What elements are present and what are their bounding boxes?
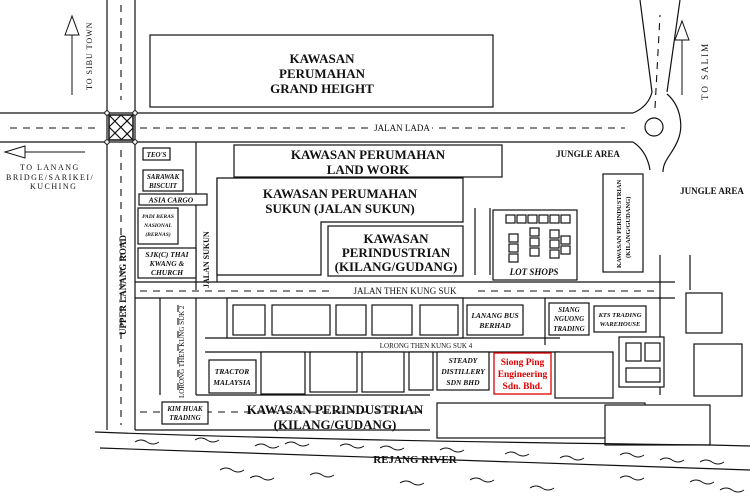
area-jungle-1: JUNGLE AREA (556, 149, 620, 159)
svg-text:LANANG BUS: LANANG BUS (470, 311, 518, 320)
svg-text:KAWASAN: KAWASAN (289, 51, 355, 66)
building-kts-trading: KTS TRADING WAREHOUSE (593, 305, 647, 333)
area-grand-height: KAWASAN PERUMAHAN GRAND HEIGHT (149, 34, 494, 108)
arrow-west-lanang-icon (3, 145, 85, 159)
svg-text:KAWASAN PERUMAHAN: KAWASAN PERUMAHAN (291, 147, 446, 162)
river-label: REJANG RIVER (373, 454, 457, 466)
area-sukun: KAWASAN PERUMAHAN SUKUN (JALAN SUKUN) (216, 177, 464, 276)
building-asia-cargo: ASIA CARGO (138, 193, 208, 206)
svg-text:WAREHOUSE: WAREHOUSE (600, 321, 641, 328)
svg-text:Sdn. Bhd.: Sdn. Bhd. (503, 382, 543, 392)
building-kim-huak: KIM HUAK TRADING (161, 401, 209, 425)
area-perindustrian-upper: KAWASAN PERINDUSTRIAN (KILANG/GUDANG) (327, 225, 464, 277)
svg-text:(KILANG/GUDANG): (KILANG/GUDANG) (274, 417, 397, 432)
svg-text:Engineering: Engineering (498, 370, 548, 380)
road-label-lorong-2: LORONG THEN KUNG SUK 2 (178, 305, 186, 398)
road-label-jalan-lada: JALAN LADA (374, 123, 430, 133)
building-siong-ping-highlight: Siong Ping Engineering Sdn. Bhd. (493, 352, 552, 395)
area-perindustrian-vertical: KAWASAN PERINDUSTRIAN (KILANG/GUDANG) (602, 173, 644, 273)
svg-text:PADI BERAS: PADI BERAS (142, 214, 174, 220)
svg-text:SDN BHD: SDN BHD (446, 378, 480, 387)
svg-text:KTS TRADING: KTS TRADING (598, 312, 642, 319)
svg-text:TRADING: TRADING (553, 325, 585, 333)
svg-text:Siong Ping: Siong Ping (501, 358, 545, 368)
svg-text:MALAYSIA: MALAYSIA (212, 378, 251, 387)
svg-text:LOT SHOPS: LOT SHOPS (509, 267, 559, 277)
svg-text:LAND WORK: LAND WORK (327, 162, 410, 177)
svg-text:STEADY: STEADY (449, 356, 479, 365)
road-label-lorong-4: LORONG THEN KUNG SUK 4 (380, 342, 473, 350)
area-perindustrian-lower: KAWASAN PERINDUSTRIAN (KILANG/GUDANG) (247, 402, 424, 432)
building-row-lower (260, 351, 434, 395)
road-label-upper-lanang: UPPER LANANG ROAD (118, 235, 128, 335)
roundabout (632, 0, 682, 173)
direction-salim: TO SALIM (700, 42, 710, 100)
area-jungle-2: JUNGLE AREA (680, 186, 744, 196)
building-tractor-malaysia: TRACTOR MALAYSIA (208, 359, 257, 394)
direction-sibu-town: TO SIBU TOWN (85, 22, 94, 90)
building-right-blocks (436, 292, 743, 446)
arrow-north-sibu-icon (64, 14, 80, 95)
area-land-work: KAWASAN PERUMAHAN LAND WORK (233, 144, 503, 178)
svg-text:NGUONG: NGUONG (553, 315, 584, 323)
building-sjk-church: SJK(C) THAI KWANG & CHURCH (137, 247, 197, 279)
svg-text:(KILANG/GUDANG): (KILANG/GUDANG) (625, 197, 632, 258)
svg-text:KWANG &: KWANG & (149, 259, 185, 268)
road-label-jalan-sukun: JALAN SUKUN (202, 231, 211, 288)
direction-lanang-1: TO LANANG (20, 163, 80, 172)
building-row-upper (226, 297, 464, 339)
area-lot-shops: LOT SHOPS (492, 209, 578, 281)
svg-text:KAWASAN PERUMAHAN: KAWASAN PERUMAHAN (263, 186, 418, 201)
svg-text:SJK(C) THAI: SJK(C) THAI (145, 250, 189, 259)
building-siang-nguong: SIANG NGUONG TRADING (548, 302, 590, 336)
svg-text:KAWASAN: KAWASAN (363, 231, 429, 246)
svg-text:CHURCH: CHURCH (151, 268, 184, 277)
road-label-jalan-then-kung-suk: JALAN THEN KUNG SUK (353, 286, 457, 296)
junction-hatch (104, 110, 138, 145)
svg-text:KAWASAN PERINDUSTRIAN: KAWASAN PERINDUSTRIAN (247, 402, 424, 417)
svg-text:BERHAD: BERHAD (478, 321, 511, 330)
svg-text:PERUMAHAN: PERUMAHAN (279, 66, 366, 81)
direction-lanang-2: BRIDGE/SARIKEI/ (6, 173, 94, 182)
svg-text:GRAND HEIGHT: GRAND HEIGHT (270, 81, 374, 96)
direction-lanang-3: KUCHING (30, 182, 77, 191)
svg-text:DISTILLERY: DISTILLERY (440, 367, 486, 376)
svg-text:SARAWAK: SARAWAK (147, 173, 181, 181)
svg-text:TEO'S: TEO'S (147, 151, 167, 159)
svg-text:NASIONAL: NASIONAL (143, 223, 172, 229)
svg-text:KAWASAN PERINDUSTRIAN: KAWASAN PERINDUSTRIAN (616, 179, 623, 268)
svg-text:TRADING: TRADING (169, 414, 201, 422)
svg-text:SIANG: SIANG (558, 306, 579, 314)
rejang-river: REJANG RIVER (94, 431, 750, 493)
svg-text:KIM HUAK: KIM HUAK (166, 405, 204, 413)
svg-text:SUKUN (JALAN SUKUN): SUKUN (JALAN SUKUN) (265, 201, 415, 216)
svg-text:(BERNAS): (BERNAS) (145, 231, 171, 238)
building-sarawak-biscuit: SARAWAK BISCUIT (142, 169, 184, 192)
building-padi-beras: PADI BERAS NASIONAL (BERNAS) (137, 207, 179, 245)
svg-text:(KILANG/GUDANG): (KILANG/GUDANG) (335, 259, 458, 274)
building-teos: TEO'S (142, 147, 171, 161)
svg-text:TRACTOR: TRACTOR (215, 367, 249, 376)
building-lanang-bus: LANANG BUS BERHAD (466, 304, 524, 336)
svg-text:BISCUIT: BISCUIT (148, 182, 178, 190)
building-steady-distillery: STEADY DISTILLERY SDN BHD (436, 351, 490, 391)
arrow-north-salim-icon (674, 19, 690, 95)
svg-text:PERINDUSTRIAN: PERINDUSTRIAN (342, 245, 451, 260)
svg-text:ASIA CARGO: ASIA CARGO (148, 196, 194, 205)
